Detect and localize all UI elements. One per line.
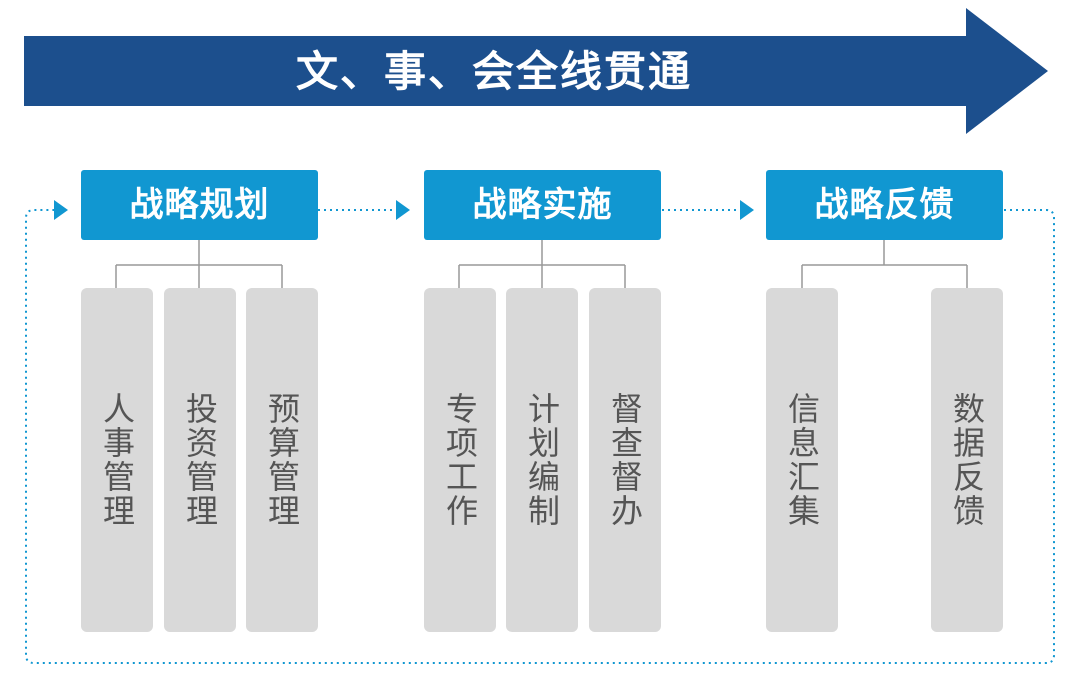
banner-arrow (24, 8, 1048, 134)
item-supervision: 督查督办 (589, 288, 661, 632)
item-info-collection: 信息汇集 (766, 288, 838, 632)
flow-arrowhead-icon (396, 200, 410, 220)
item-hr-management: 人事管理 (81, 288, 153, 632)
flow-arrowhead-icon (740, 200, 754, 220)
item-special-work: 专项工作 (424, 288, 496, 632)
stage-plan: 战略规划 (81, 170, 318, 240)
tree-connector-implement (458, 240, 626, 288)
tree-connector-feedback (801, 240, 968, 288)
feedback-loop-line (25, 209, 1055, 664)
stage-feedback: 战略反馈 (766, 170, 1003, 240)
item-budget-management: 预算管理 (246, 288, 318, 632)
item-data-feedback: 数据反馈 (931, 288, 1003, 632)
stage-implement: 战略实施 (424, 170, 661, 240)
item-plan-compilation: 计划编制 (506, 288, 578, 632)
tree-connector-plan (115, 240, 283, 288)
banner-arrow-shape (24, 8, 1048, 134)
flow-arrowhead-icon (54, 200, 68, 220)
banner-title: 文、事、会全线贯通 (295, 47, 692, 96)
item-investment-management: 投资管理 (164, 288, 236, 632)
